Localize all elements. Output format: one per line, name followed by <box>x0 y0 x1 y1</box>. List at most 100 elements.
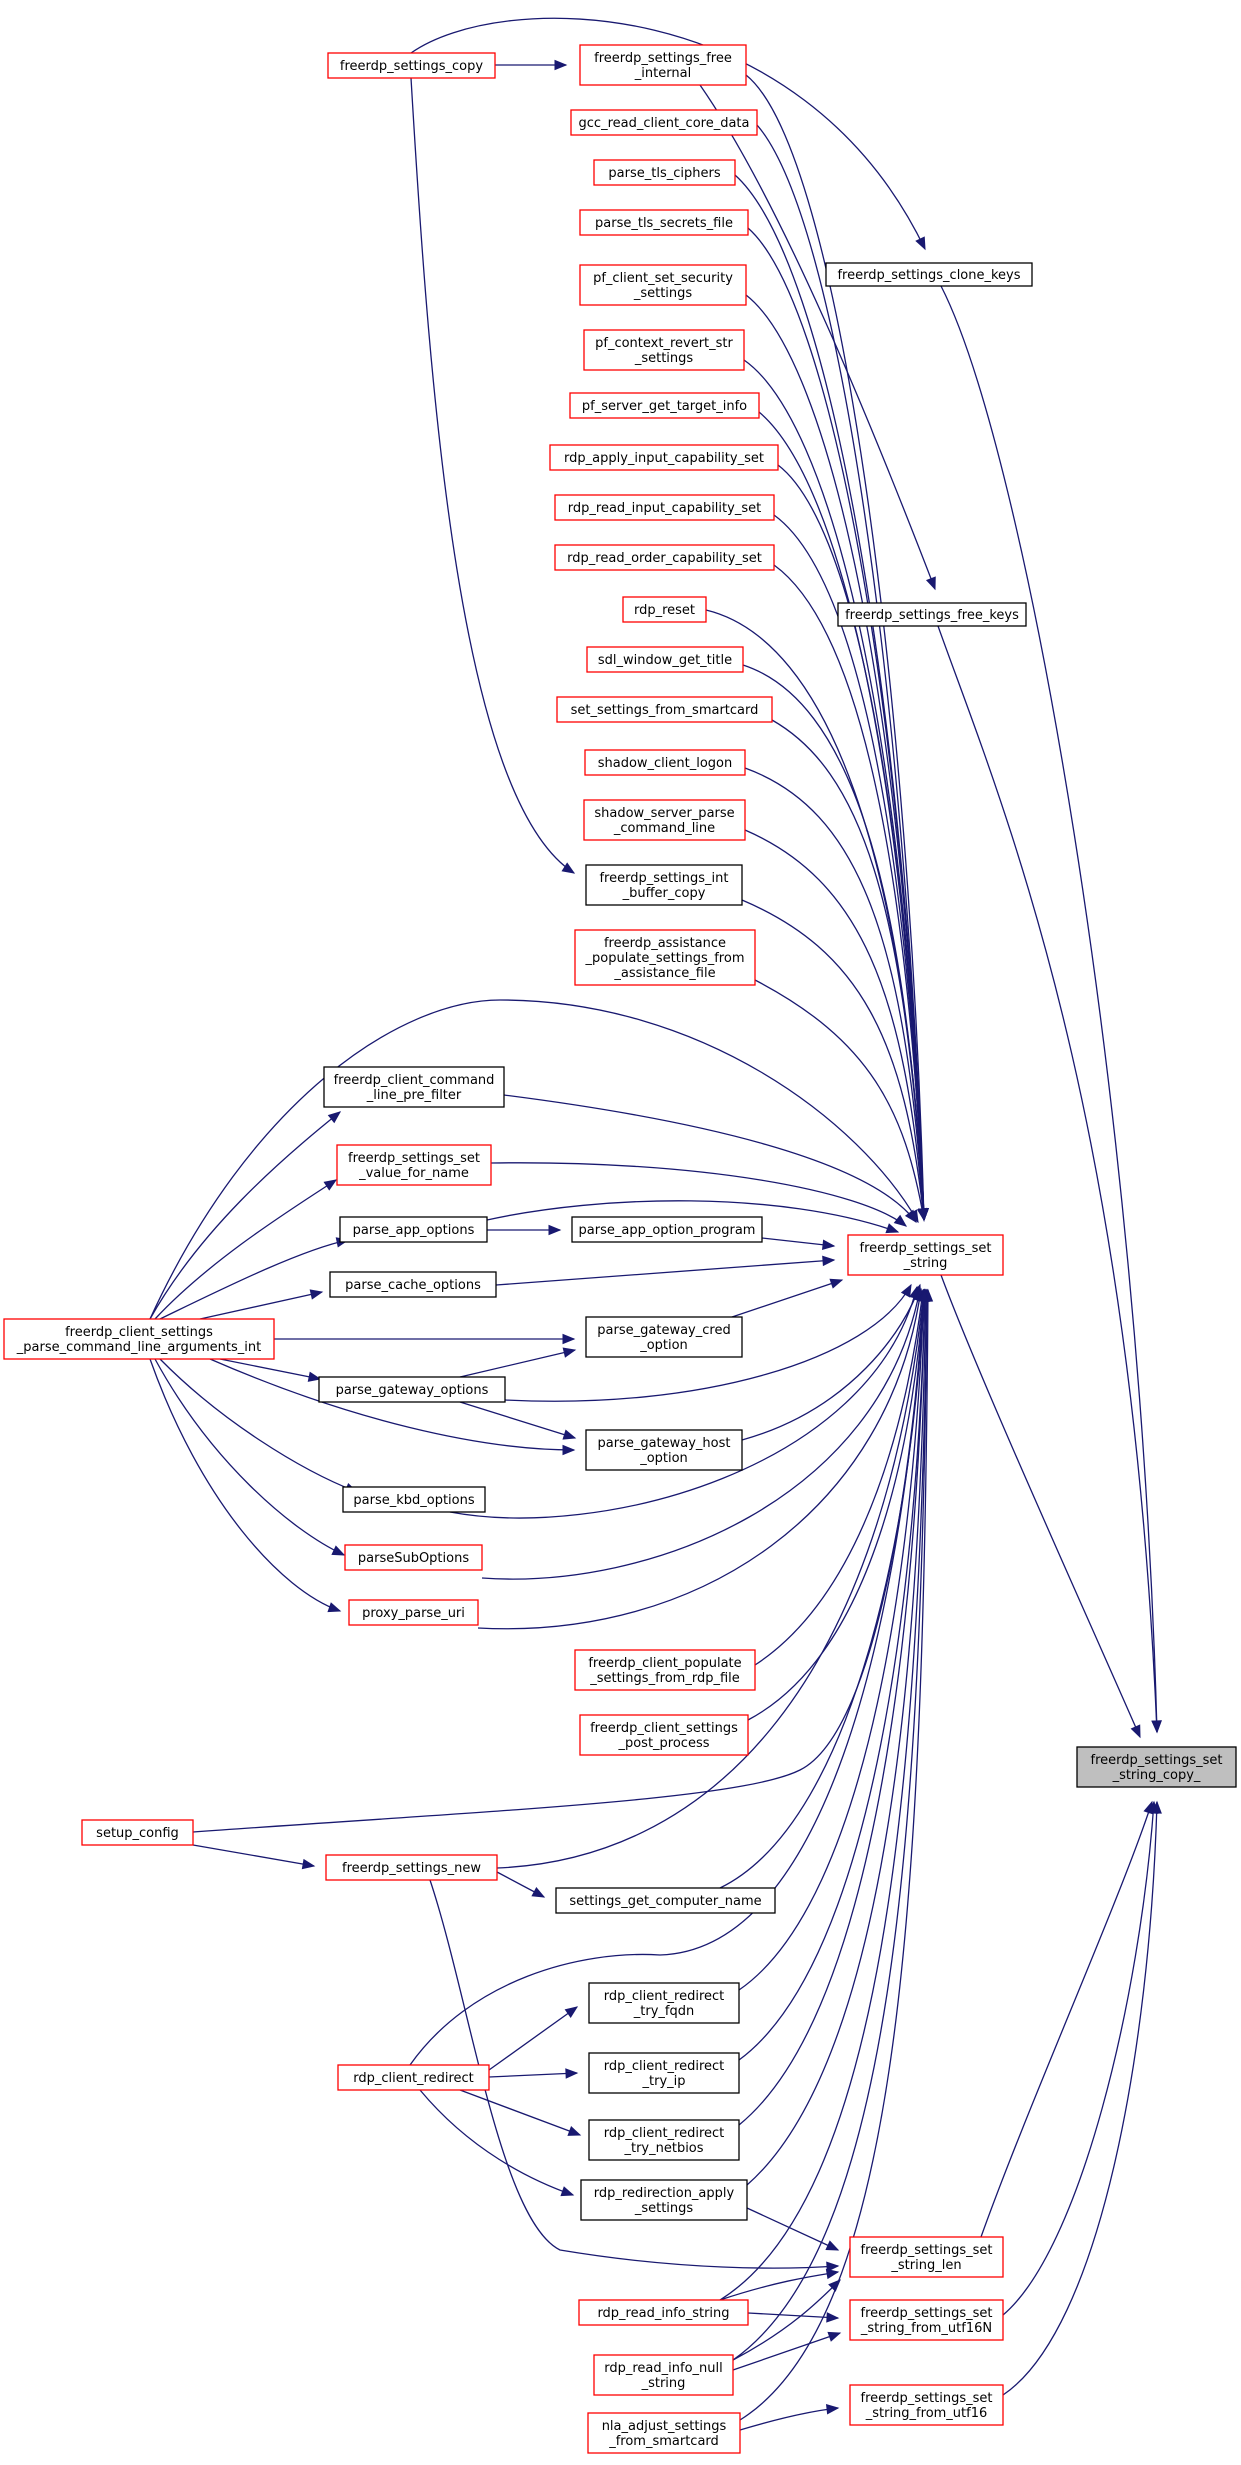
edge-arrowhead <box>918 1288 930 1302</box>
node-sdl-window-get-title[interactable]: sdl_window_get_title <box>586 646 744 673</box>
node-int-buffer-copy[interactable]: freerdp_settings_int_buffer_copy <box>585 864 743 906</box>
node-settings-new[interactable]: freerdp_settings_new <box>325 1854 498 1881</box>
edge-line <box>459 1349 576 1378</box>
node-assistance-populate[interactable]: freerdp_assistance_populate_settings_fro… <box>574 929 756 986</box>
node-try-ip[interactable]: rdp_client_redirect_try_ip <box>588 2052 740 2094</box>
node-parse-gateway-options[interactable]: parse_gateway_options <box>318 1376 506 1403</box>
node-set-string-from-utf16N[interactable]: freerdp_settings_set_string_from_utf16N <box>849 2299 1004 2341</box>
edge-redirection_apply-to-set_string_len <box>746 2207 840 2251</box>
node-set-string-from-utf16[interactable]: freerdp_settings_set_string_from_utf16 <box>849 2384 1004 2426</box>
node-rdp-read-input[interactable]: rdp_read_input_capability_set <box>554 494 775 521</box>
edge-read_info_null-to-set_string <box>732 1288 933 2361</box>
edge-arrowhead <box>1151 1800 1162 1814</box>
node-parseSubOptions[interactable]: parseSubOptions <box>344 1544 483 1571</box>
node-nla-adjust[interactable]: nla_adjust_settings_from_smartcard <box>587 2412 741 2454</box>
node-settings-copy[interactable]: freerdp_settings_copy <box>327 52 496 79</box>
node-box <box>325 1854 498 1881</box>
node-box <box>593 159 736 186</box>
node-clone-keys[interactable]: freerdp_settings_clone_keys <box>825 262 1033 287</box>
edge-parse_gateway_cred-to-set_string <box>731 1278 844 1318</box>
edge-gcc_read-to-set_string <box>756 124 929 1222</box>
edge-line <box>503 1094 917 1223</box>
node-set-value-for-name[interactable]: freerdp_settings_set_value_for_name <box>336 1144 492 1186</box>
edge-line <box>771 719 925 1221</box>
node-box <box>579 264 747 306</box>
node-label: _string <box>903 1256 948 1271</box>
node-read-info-string[interactable]: rdp_read_info_string <box>578 2299 749 2326</box>
node-parse-tls-secrets[interactable]: parse_tls_secrets_file <box>579 209 749 236</box>
node-label: _value_for_name <box>358 1166 469 1181</box>
node-box <box>555 1887 776 1914</box>
node-parse-cache-options[interactable]: parse_cache_options <box>329 1271 497 1298</box>
node-set-string-len[interactable]: freerdp_settings_set_string_len <box>849 2236 1004 2278</box>
edge-parse_cmdline_args_int-to-set_value_for_name <box>154 1179 338 1320</box>
node-set-settings-from-smartcard[interactable]: set_settings_from_smartcard <box>556 696 773 723</box>
edge-line <box>773 564 925 1221</box>
node-parse-app-option-program[interactable]: parse_app_option_program <box>571 1216 763 1243</box>
node-parse-kbd-options[interactable]: parse_kbd_options <box>342 1486 486 1513</box>
node-setup-config[interactable]: setup_config <box>81 1819 194 1846</box>
edge-line <box>980 1801 1153 2238</box>
node-parse-gateway-cred[interactable]: parse_gateway_cred_option <box>585 1316 743 1358</box>
node-client-redirect[interactable]: rdp_client_redirect <box>337 2064 490 2091</box>
edge-line <box>410 77 575 874</box>
edge-line <box>746 1289 927 2186</box>
node-populate-from-rdp-file[interactable]: freerdp_client_populate_settings_from_rd… <box>574 1649 756 1691</box>
edge-parse_tls_secrets-to-set_string <box>747 227 929 1222</box>
edge-line <box>219 1358 321 1380</box>
node-shadow-client-logon[interactable]: shadow_client_logon <box>584 749 746 776</box>
node-rdp-apply-input[interactable]: rdp_apply_input_capability_set <box>549 444 779 471</box>
node-get-computer-name[interactable]: settings_get_computer_name <box>555 1887 776 1914</box>
node-pf-server-get-target[interactable]: pf_server_get_target_info <box>569 392 760 419</box>
node-parse-gateway-host[interactable]: parse_gateway_host_option <box>585 1429 743 1471</box>
edge-line <box>744 767 925 1221</box>
node-proxy-parse-uri[interactable]: proxy_parse_uri <box>348 1599 479 1626</box>
node-try-fqdn[interactable]: rdp_client_redirect_try_fqdn <box>588 1982 740 2024</box>
node-box <box>584 749 746 776</box>
node-label: freerdp_settings_set <box>861 2243 993 2258</box>
edge-arrowhead <box>826 2261 840 2273</box>
node-label: freerdp_settings_copy <box>340 59 483 74</box>
node-parse-app-options[interactable]: parse_app_options <box>339 1216 488 1243</box>
node-label: _string <box>641 2376 686 2391</box>
edge-free_keys-to-root <box>937 625 1162 1734</box>
edge-client_redirect-to-try_fqdn <box>488 2006 579 2071</box>
node-rdp-reset[interactable]: rdp_reset <box>622 596 707 623</box>
node-label: rdp_redirection_apply <box>594 2186 735 2201</box>
node-pf-context-revert[interactable]: pf_context_revert_str_settings <box>583 329 745 371</box>
node-redirection-apply[interactable]: rdp_redirection_apply_settings <box>580 2179 748 2221</box>
node-box <box>348 1599 479 1626</box>
node-free-keys[interactable]: freerdp_settings_free_keys <box>837 602 1027 627</box>
edge-line <box>747 227 925 1221</box>
node-box <box>554 544 775 571</box>
node-root[interactable]: freerdp_settings_set_string_copy_ <box>1076 1746 1237 1788</box>
edge-client_redirect-to-try_netbios <box>459 2089 582 2136</box>
node-post-process[interactable]: freerdp_client_settings_post_process <box>579 1714 749 1756</box>
edge-arrowhead <box>554 59 568 71</box>
node-label: freerdp_settings_free_keys <box>845 608 1019 623</box>
node-label: rdp_read_order_capability_set <box>567 551 762 566</box>
edge-line <box>192 1289 925 1833</box>
node-set-string[interactable]: freerdp_settings_set_string <box>847 1234 1004 1276</box>
node-label: _settings_from_rdp_file <box>589 1671 740 1686</box>
node-try-netbios[interactable]: rdp_client_redirect_try_netbios <box>588 2119 740 2161</box>
node-label: pf_context_revert_str <box>595 336 733 351</box>
edge-parse_gateway_options-to-set_string <box>504 1283 912 1402</box>
node-box <box>583 329 745 371</box>
node-free-internal[interactable]: freerdp_settings_free_internal <box>579 44 747 86</box>
edge-line <box>149 1111 341 1320</box>
edge-line <box>744 829 925 1221</box>
node-shadow-server-parse[interactable]: shadow_server_parse_command_line <box>583 799 746 841</box>
node-pf-client-set-security[interactable]: pf_client_set_security_settings <box>579 264 747 306</box>
node-parse-tls-ciphers[interactable]: parse_tls_ciphers <box>593 159 736 186</box>
edge-client_redirect-to-try_ip <box>488 2068 579 2079</box>
node-gcc-read[interactable]: gcc_read_client_core_data <box>570 109 758 136</box>
edge-read_info_null-to-set_string_len <box>732 2279 841 2361</box>
node-label: _try_ip <box>642 2074 686 2089</box>
node-rdp-read-order[interactable]: rdp_read_order_capability_set <box>554 544 775 571</box>
node-box <box>327 52 496 79</box>
node-cmdline-pre-filter[interactable]: freerdp_client_command_line_pre_filter <box>323 1066 505 1108</box>
edge-arrowhead <box>562 1347 577 1358</box>
node-read-info-null[interactable]: rdp_read_info_null_string <box>593 2354 734 2396</box>
node-parse-cmdline-args-int[interactable]: freerdp_client_settings_parse_command_li… <box>3 1318 275 1360</box>
